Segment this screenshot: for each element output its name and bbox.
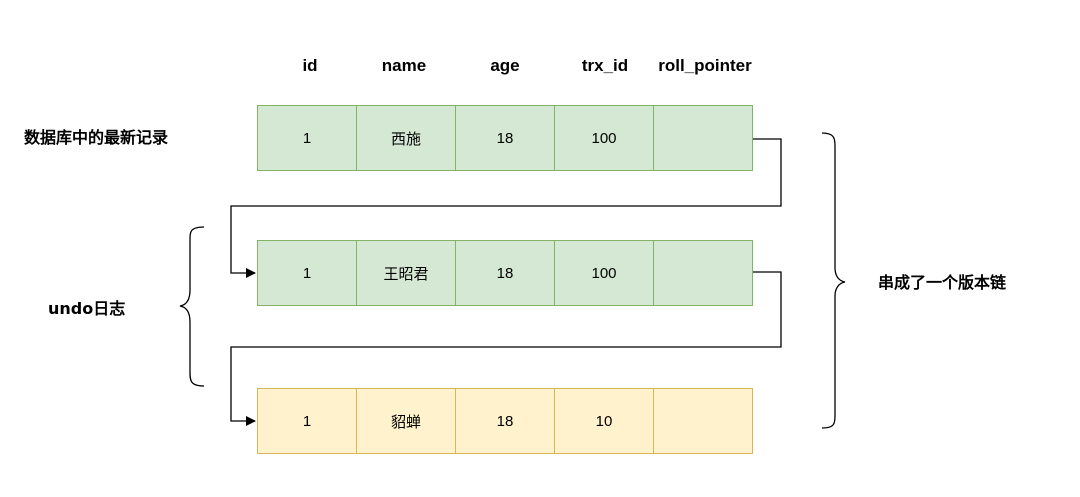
cell-roll-pointer [653, 388, 753, 454]
cell-id: 1 [257, 388, 357, 454]
cell-age: 18 [455, 105, 555, 171]
cell-roll-pointer [653, 105, 753, 171]
cell-name: 王昭君 [356, 240, 456, 306]
cell-trx-id: 100 [554, 240, 654, 306]
version-chain-label: 串成了一个版本链 [878, 273, 1007, 292]
header-roll-pointer: roll_pointer [658, 56, 752, 75]
header-age: age [490, 56, 520, 75]
header-id: id [302, 56, 318, 75]
record-row-undo-1: 1 王昭君 18 100 [257, 240, 753, 306]
cell-age: 18 [455, 388, 555, 454]
record-row-undo-2: 1 貂蝉 18 10 [257, 388, 753, 454]
cell-age: 18 [455, 240, 555, 306]
cell-name: 西施 [356, 105, 456, 171]
header-trx-id: trx_id [581, 56, 629, 75]
undo-log-brace [179, 226, 205, 387]
version-chain-brace [821, 132, 846, 429]
cell-id: 1 [257, 105, 357, 171]
record-row-latest: 1 西施 18 100 [257, 105, 753, 171]
latest-record-label: 数据库中的最新记录 [24, 128, 169, 147]
cell-roll-pointer [653, 240, 753, 306]
roll-pointer-arrow-1 [230, 138, 782, 278]
cell-name: 貂蝉 [356, 388, 456, 454]
cell-id: 1 [257, 240, 357, 306]
undo-log-label: undo日志 [48, 299, 126, 318]
header-name: name [381, 56, 427, 75]
roll-pointer-arrow-2 [230, 271, 782, 426]
